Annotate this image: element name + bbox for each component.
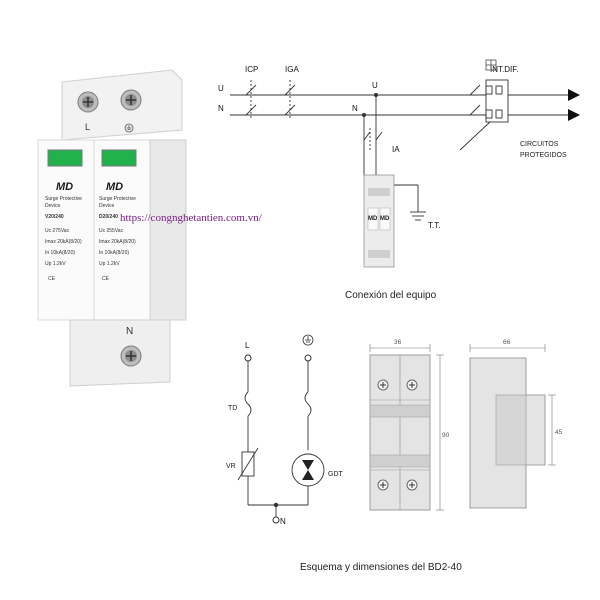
svg-text:In 10kA(8/20): In 10kA(8/20) (45, 250, 75, 256)
ground-symbol-icon (302, 334, 314, 346)
svg-text:Up 1.2kV: Up 1.2kV (45, 261, 66, 267)
gdt-symbol-icon (302, 460, 314, 480)
terminal-l-node (244, 354, 252, 362)
status-window-left (47, 149, 83, 167)
screw-top-right-icon (120, 89, 142, 111)
svg-text:D20/240: D20/240 (99, 214, 118, 220)
arrow-right-icon (568, 109, 580, 121)
wiring-labels: ICP IGA INT.DIF. U N U N IA T.T. CIRCUIT… (218, 65, 567, 230)
junction-dot (273, 502, 279, 508)
schematic-l-label: L (245, 341, 250, 350)
svg-text:CE: CE (102, 276, 110, 282)
module-left-label: MD Surge Protective Device V20/240 Uc 27… (45, 181, 82, 282)
iga-label: IGA (285, 65, 299, 74)
svg-text:Imax 20kA(8/20): Imax 20kA(8/20) (45, 239, 82, 245)
gdt-label: GDT (328, 471, 344, 478)
circuits-label: CIRCUITOS (520, 141, 559, 148)
svg-text:Surge Protective: Surge Protective (45, 196, 82, 202)
u-mid-label: U (372, 81, 378, 90)
watermark-url: https://congnghetantien.com.vn/ (120, 212, 263, 224)
front-dimension-lines (369, 344, 444, 511)
screw-icon (377, 379, 418, 491)
terminal-n-label: N (126, 326, 133, 337)
status-window-right (101, 149, 137, 167)
icp-label: ICP (245, 65, 258, 74)
svg-text:MD: MD (106, 181, 123, 193)
vr-label: VR (226, 463, 236, 470)
protected-label: PROTEGIDOS (520, 152, 567, 159)
side-dimension-lines (469, 344, 556, 466)
svg-text:Up 1.2kV: Up 1.2kV (99, 261, 120, 267)
svg-text:In 10kA(8/20): In 10kA(8/20) (99, 250, 129, 256)
mini-md-left: MD (368, 216, 378, 222)
front-height-label: 90 (442, 432, 450, 439)
side-width-label: 66 (503, 339, 511, 346)
connection-caption: Conexión del equipo (345, 290, 437, 301)
svg-text:Device: Device (45, 203, 61, 209)
mini-md-right: MD (380, 216, 390, 222)
front-width-label: 36 (394, 339, 402, 346)
n-mid-label: N (352, 104, 358, 113)
schematic-labels: L N TD VR GDT (226, 341, 344, 526)
spd-device-photo: L MD Surge Protective Device V20/240 Uc … (37, 69, 187, 387)
side-dimension-drawing (469, 357, 546, 509)
distribution-box-icon (485, 59, 497, 71)
svg-text:Device: Device (99, 203, 115, 209)
intdif-label: INT.DIF. (490, 65, 518, 74)
tt-label: T.T. (428, 221, 440, 230)
wiring-device-icon (363, 174, 395, 268)
wiring-diagram (230, 79, 575, 221)
bottom-caption: Esquema y dimensiones del BD2-40 (300, 562, 462, 573)
schematic-n-label: N (280, 517, 286, 526)
svg-text:CE: CE (48, 276, 56, 282)
terminal-l-label: L (85, 122, 90, 132)
spd-schematic (237, 358, 325, 520)
svg-text:Uc 255Vac: Uc 255Vac (99, 228, 124, 234)
terminal-n-node (272, 516, 280, 524)
svg-text:Surge Protective: Surge Protective (99, 196, 136, 202)
ground-symbol-icon (124, 123, 134, 133)
u-left-label: U (218, 84, 224, 93)
terminal-ground-node (304, 354, 312, 362)
svg-text:Imax 20kA(8/20): Imax 20kA(8/20) (99, 239, 136, 245)
svg-text:V20/240: V20/240 (45, 214, 64, 220)
td-label: TD (228, 405, 237, 412)
module-right-label: MD Surge Protective Device D20/240 Uc 25… (99, 181, 136, 282)
screw-top-left-icon (77, 91, 99, 113)
ia-label: IA (392, 145, 400, 154)
svg-text:MD: MD (56, 181, 73, 193)
svg-text:Uc 275Vac: Uc 275Vac (45, 228, 70, 234)
screw-bottom-icon (120, 345, 142, 367)
side-height-label: 45 (555, 429, 563, 436)
arrow-right-icon (568, 89, 580, 101)
n-left-label: N (218, 104, 224, 113)
